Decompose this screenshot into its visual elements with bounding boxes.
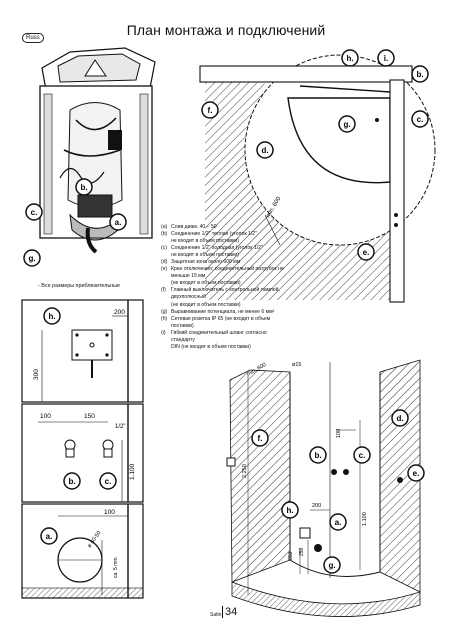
detail-fittings: 100 150 1/2" 1.100 — [21, 403, 144, 503]
marker-f-plan: f. — [208, 106, 213, 115]
legend-text: Кран отключения; соединительный патрубок… — [171, 266, 284, 280]
marker-h-detail: h. — [48, 312, 55, 321]
legend-text: Соединение 1/2" холодная (уголок 1/2" — [171, 245, 263, 252]
marker-a-cabin: a. — [115, 218, 122, 227]
legend-text: не входит в объем поставки) — [171, 238, 239, 245]
legend-row: (a)Слив диам. 40 – 50 — [161, 224, 286, 231]
marker-c-cabin: c. — [31, 208, 38, 217]
legend-row: (e)Кран отключения; соединительный патру… — [161, 266, 286, 280]
legend-row: (g)Выравнивание потенциала, не менее 6 м… — [161, 309, 286, 316]
legend-key: (b) — [161, 231, 168, 238]
shower-cabin-drawing — [39, 47, 156, 254]
marker-e-plan: e. — [363, 248, 370, 257]
marker-a-elev: a. — [335, 518, 342, 527]
marker-h-plan: h. — [346, 54, 353, 63]
dim-350: 350 — [288, 551, 294, 560]
dim-ca5: ca. 5 mm — [113, 557, 119, 578]
marker-c-detail: c. — [105, 477, 112, 486]
legend-text: Гибкий соединительный шланг согласно ста… — [171, 329, 267, 343]
marker-f-elev: f. — [258, 434, 263, 443]
detail-socket: 200 300 — [21, 299, 144, 403]
legend-text: Слив диам. 40 – 50 — [171, 224, 217, 230]
plan-view-top: min. 600 — [199, 54, 436, 303]
legend-row: (d)Защитная зона около 600 мм — [161, 259, 286, 266]
legend-key: (d) — [161, 259, 168, 266]
dim-200: 200 — [114, 309, 125, 316]
legend-text: Главный выключатель с контрольной лампой… — [171, 287, 280, 301]
marker-c-elev: c. — [359, 451, 366, 460]
page-title: План монтажа и подключений — [126, 22, 326, 38]
marker-b-plan: b. — [416, 70, 423, 79]
legend-text: Сетевая розетка IP 65 (не входит в объем… — [171, 315, 271, 329]
legend-row: не входит в объем поставки) — [161, 252, 286, 259]
legend-key: (g) — [161, 308, 168, 315]
legend-text: не входит в объем поставки) — [171, 252, 239, 259]
legend-key — [161, 238, 171, 245]
legend-text: (не входит в объем поставки) — [171, 280, 241, 287]
page-label: Satin — [210, 612, 222, 618]
dimensions-note: - Все размеры приблизительные — [38, 283, 121, 289]
legend-key — [161, 252, 171, 259]
legend-row: (не входит в объем поставки) — [161, 280, 286, 287]
legend-key: (f) — [161, 287, 166, 294]
marker-b-elev: b. — [314, 451, 321, 460]
marker-h-elev: h. — [286, 506, 293, 515]
legend-text: Соединение 1/2" теплая (уголок 1/2" — [171, 231, 257, 238]
dim-2250: 2.250 — [242, 464, 248, 478]
legend-key — [161, 344, 171, 351]
legend-text: DIN (не входит в объем поставки) — [171, 343, 251, 350]
dim-150: 150 — [84, 413, 95, 420]
legend-row: (h)Сетевая розетка IP 65 (не входит в об… — [161, 316, 286, 330]
legend-key: (a) — [161, 224, 168, 230]
dim-200b: 200 — [312, 503, 321, 509]
legend-row: DIN (не входит в объем поставки) — [161, 344, 286, 351]
dim-100: 100 — [40, 413, 51, 420]
marker-b-cabin: b. — [80, 183, 87, 192]
legend-row: (i) Гибкий соединительный шланг согласно … — [161, 330, 286, 344]
legend-row: (c) Соединение 1/2" холодная (уголок 1/2" — [161, 245, 286, 252]
legend-key: (h) — [161, 315, 168, 322]
legend-key: (i) — [161, 329, 166, 336]
dim-100-drain: 100 — [104, 509, 115, 516]
language-badge: Russ — [22, 33, 44, 43]
legend-row: (не входит в объем поставки) — [161, 302, 286, 309]
dim-100b: 100 — [336, 429, 342, 438]
phi15-label: ø15 — [292, 362, 301, 368]
dim-1100: 1.100 — [129, 463, 136, 480]
marker-g-elev: g. — [328, 561, 335, 570]
dim-300: 300 — [33, 369, 40, 380]
legend-row: (f) Главный выключатель с контрольной лам… — [161, 287, 286, 301]
dim-1100b: 1.100 — [362, 512, 368, 526]
legend-text: Защитная зона около 600 мм — [171, 259, 241, 266]
legend-text: (не входит в объем поставки) — [171, 301, 241, 308]
legend-key — [161, 280, 171, 287]
page-number: 34 — [222, 606, 237, 618]
marker-d-elev: d. — [396, 414, 403, 423]
legend-key: (c) — [161, 245, 167, 252]
marker-i-plan: i. — [384, 54, 388, 63]
marker-e-elev: e. — [413, 469, 420, 478]
elevation-view: ø15 min. 600 2.250 1.100 100 200 350 250 — [226, 359, 421, 617]
legend-list: (a)Слив диам. 40 – 50(b)Соединение 1/2" … — [161, 224, 286, 351]
legend-text: Выравнивание потенциала, не менее 6 мм² — [171, 308, 275, 315]
detail-drain: 100 ø 40-50 ca. 5 mm — [21, 503, 144, 599]
dim-250: 250 — [299, 547, 305, 556]
markers: b. a. c. g. h. i. b. c. f. g. d. e. h. b… — [23, 49, 429, 574]
marker-c-plan: c. — [417, 115, 424, 124]
marker-d-plan: d. — [261, 146, 268, 155]
marker-g-cabin: g. — [28, 254, 35, 263]
marker-g-plan: g. — [343, 120, 350, 129]
marker-a-detail: a. — [46, 532, 53, 541]
legend-key: (e) — [161, 266, 168, 273]
dim-half: 1/2" — [115, 424, 125, 430]
marker-b-detail: b. — [68, 477, 75, 486]
legend-row: не входит в объем поставки) — [161, 238, 286, 245]
legend-row: (b)Соединение 1/2" теплая (уголок 1/2" — [161, 231, 286, 238]
legend-key — [161, 302, 171, 309]
